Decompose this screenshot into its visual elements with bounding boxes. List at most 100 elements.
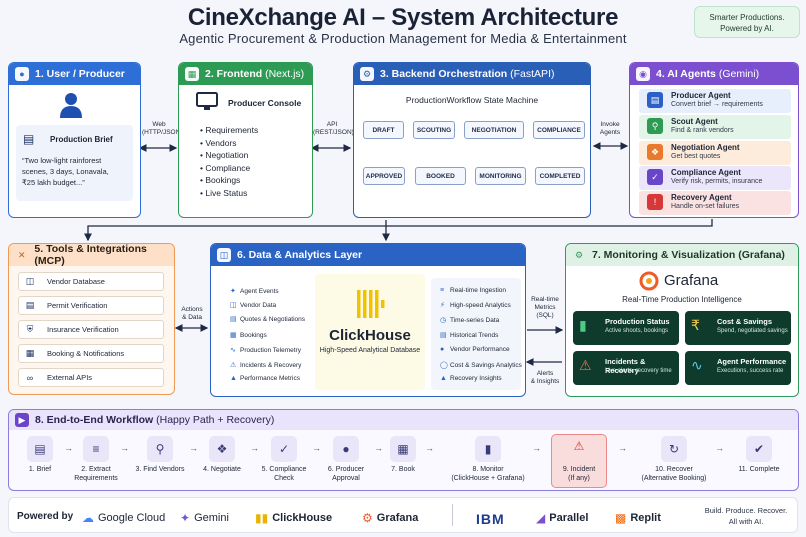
arrow-icon: → <box>715 443 724 453</box>
link-icon: ∞ <box>26 372 34 383</box>
document-icon: ▤ <box>25 300 35 310</box>
step-complete-icon: ✔ <box>746 436 772 462</box>
replit-icon: ▩ <box>615 511 627 525</box>
gear-icon: ⚙ <box>360 67 374 81</box>
tool-insurance-verification: ⛨Insurance Verification <box>18 320 164 339</box>
arrow-icon: → <box>250 443 259 453</box>
step-brief-icon: ▤ <box>27 436 53 462</box>
web-connector-label: Web(HTTP/JSON) <box>142 121 183 136</box>
analytics-item: ≡Real-time Ingestion <box>440 287 506 294</box>
state-compliance: COMPLIANCE <box>533 121 585 139</box>
warning-icon: ! <box>647 194 663 210</box>
state-monitoring: MONITORING <box>475 167 526 185</box>
tool-external-apis: ∞External APIs <box>18 368 164 387</box>
step-negotiate-icon: ❖ <box>209 436 235 462</box>
pulse-icon: ∿ <box>691 357 703 373</box>
step-approval-icon: ● <box>333 436 359 462</box>
frontend-panel-header: ▦ 2. Frontend (Next.js) <box>179 63 312 85</box>
arrow-icon: → <box>64 443 73 453</box>
arrow-icon: → <box>120 443 129 453</box>
handshake-icon: ❖ <box>647 144 663 160</box>
producer-console-title: Producer Console <box>228 98 302 108</box>
document-icon: ▤ <box>647 92 663 108</box>
analytics-item: ◷Time-series Data <box>440 317 500 324</box>
console-feature-list: • Requirements • Vendors • Negotiation •… <box>200 124 258 199</box>
step-label: 4. Negotiate <box>203 466 241 473</box>
data-item: ▤Quotes & Negotiations <box>230 316 306 323</box>
clickhouse-brand: ▮▮ClickHouse <box>255 511 333 525</box>
clickhouse-logo-icon <box>357 290 385 318</box>
arrow-icon: → <box>618 443 627 453</box>
step-compliance-icon: ✓ <box>271 436 297 462</box>
list-item: • Vendors <box>200 137 237 148</box>
data-item: ⚠Incidents & Recovery <box>230 362 302 369</box>
workflow-icon: ▶ <box>15 413 29 427</box>
rupee-icon: ₹ <box>691 317 700 333</box>
grafana-logo-icon <box>639 271 659 291</box>
step-label: 9. Incident(If any) <box>562 466 596 482</box>
cost-savings-card: ₹ Cost & Savings Spend, negotiated savin… <box>685 311 791 345</box>
parallel-brand: ◢Parallel <box>536 511 589 525</box>
monitoring-subtitle: Real-Time Production Intelligence <box>622 295 742 304</box>
step-label: 3. Find Vendors <box>135 466 185 473</box>
user-icon: ● <box>15 67 29 81</box>
data-item: ✦Agent Events <box>230 288 279 295</box>
analytics-item: ▲Recovery Insights <box>440 375 502 382</box>
alerts-connector-label: Alerts& Insights <box>530 370 560 385</box>
step-extract-icon: ≡ <box>83 436 109 462</box>
step-incident-icon: ⚠ <box>551 434 607 488</box>
scout-agent-card: ⚲ Scout Agent Find & rank vendors <box>639 115 791 139</box>
footer-slogan: Build. Produce. Recover. All with AI. <box>704 506 788 526</box>
search-icon: ⚲ <box>647 118 663 134</box>
list-item: • Live Status <box>200 187 248 198</box>
clickhouse-name: ClickHouse <box>329 327 411 344</box>
grafana-brand: Grafana <box>664 272 719 289</box>
api-connector-label: API(REST/JSON) <box>313 121 354 136</box>
analytics-item: ●Vendor Performance <box>440 346 510 353</box>
database-icon: ◫ <box>25 276 35 286</box>
tool-permit-verification: ▤Permit Verification <box>18 296 164 315</box>
step-label: 1. Brief <box>28 466 52 473</box>
state-scouting: SCOUTING <box>413 121 455 139</box>
tools-panel-header: ✕ 5. Tools & Integrations (MCP) <box>9 244 174 267</box>
list-item: • Compliance <box>200 162 251 173</box>
sparkle-icon: ✦ <box>180 511 191 525</box>
state-completed: COMPLETED <box>535 167 585 185</box>
user-panel-header: ● 1. User / Producer <box>9 63 140 85</box>
step-book-icon: ▦ <box>390 436 416 462</box>
step-find-vendors-icon: ⚲ <box>147 436 173 462</box>
powered-by-label: Powered by <box>17 511 74 522</box>
state-negotiation: NEGOTIATION <box>464 121 524 139</box>
step-label: 7. Book <box>391 466 415 473</box>
compliance-agent-card: ✓ Compliance Agent Verify risk, permits,… <box>639 166 791 190</box>
footer-bar <box>8 497 798 533</box>
step-label: 11. Complete <box>738 466 780 473</box>
page-subtitle: Agentic Procurement & Production Managem… <box>179 31 627 46</box>
step-monitor-icon: ▮ <box>475 436 501 462</box>
warning-icon: ⚠ <box>579 357 592 373</box>
agent-performance-card: ∿ Agent Performance Executions, success … <box>685 351 791 385</box>
document-icon: ▤ <box>23 132 35 146</box>
data-item: ▲Performance Metrics <box>230 375 300 382</box>
cloud-icon: ☁ <box>82 511 94 525</box>
incidents-recovery-card: ⚠ Incidents & Recovery Live alerts, reco… <box>573 351 679 385</box>
producer-avatar-icon <box>60 93 82 118</box>
backend-panel-header: ⚙ 3. Backend Orchestration (FastAPI) <box>354 63 590 85</box>
brief-title: Production Brief <box>50 135 113 144</box>
actions-connector-label: Actions& Data <box>181 306 203 321</box>
parallel-icon: ◢ <box>536 511 546 525</box>
data-item: ▦Bookings <box>230 332 267 339</box>
clickhouse-desc: High-Speed Analytical Database <box>319 347 421 354</box>
database-icon: ◫ <box>217 248 231 262</box>
production-status-card: ▮ Production Status Active shoots, booki… <box>573 311 679 345</box>
wrench-icon: ✕ <box>17 249 26 260</box>
workflow-panel-header: ▶ 8. End-to-End Workflow (Happy Path + R… <box>9 410 798 430</box>
analytics-item: ⚡High-speed Analytics <box>440 302 511 309</box>
grafana-icon: ⚙ <box>362 511 373 525</box>
analytics-capabilities-card <box>431 278 521 390</box>
google-cloud-brand: ☁Google Cloud <box>82 511 166 525</box>
state-approved: APPROVED <box>363 167 405 185</box>
